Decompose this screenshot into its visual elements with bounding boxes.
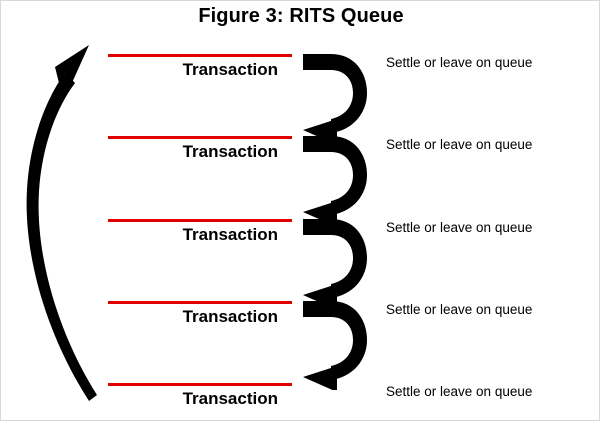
transaction-label: Transaction bbox=[182, 225, 278, 244]
settle-or-requeue-arrow bbox=[297, 216, 373, 310]
transaction-label: Transaction bbox=[182, 307, 278, 326]
queue-divider-line bbox=[108, 219, 292, 222]
settle-note: Settle or leave on queue bbox=[386, 137, 533, 152]
queue-divider-line bbox=[108, 136, 292, 139]
settle-note: Settle or leave on queue bbox=[386, 55, 533, 70]
queue-divider-line bbox=[108, 54, 292, 57]
settle-note: Settle or leave on queue bbox=[386, 302, 533, 317]
settle-note: Settle or leave on queue bbox=[386, 220, 533, 235]
queue-row: Transaction Settle or leave on queue bbox=[1, 301, 599, 383]
transaction-label: Transaction bbox=[182, 142, 278, 161]
figure-title: Figure 3: RITS Queue bbox=[198, 5, 404, 27]
queue-divider-line bbox=[108, 301, 292, 304]
transaction-label: Transaction bbox=[182, 60, 278, 79]
transaction-label: Transaction bbox=[182, 389, 278, 408]
settle-note: Settle or leave on queue bbox=[386, 384, 533, 399]
settle-or-requeue-arrow bbox=[297, 298, 373, 392]
queue-row: Transaction Settle or leave on queue bbox=[1, 383, 599, 420]
requeue-arrow bbox=[9, 39, 105, 407]
queue-row: Transaction Settle or leave on queue bbox=[1, 219, 599, 301]
settle-or-requeue-arrow bbox=[297, 133, 373, 227]
queue-row: Transaction Settle or leave on queue bbox=[1, 54, 599, 136]
queue-row: Transaction Settle or leave on queue bbox=[1, 136, 599, 218]
settle-or-requeue-arrow bbox=[297, 51, 373, 145]
queue-divider-line bbox=[108, 383, 292, 386]
